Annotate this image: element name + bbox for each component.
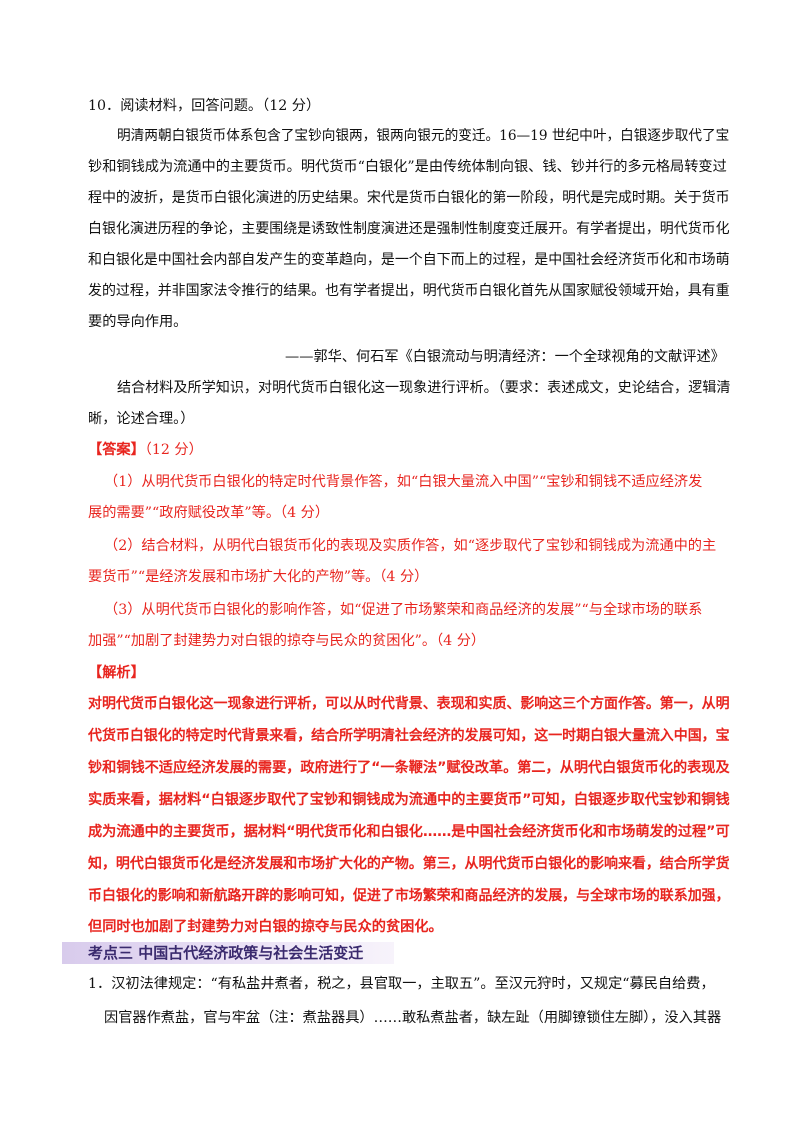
answer-point: （3）从明代货币白银化的影响作答，如“促进了市场繁荣和商品经济的发展”“与全球市… — [104, 602, 703, 618]
section-heading: 考点三 中国古代经济政策与社会生活变迁 — [88, 944, 364, 962]
material-line: 和白银化是中国社会内部自发产生的变革趋向，是一个自下而上的过程，是中国社会经济货… — [88, 252, 730, 268]
answer-heading: 【答案】（12 分） — [88, 440, 203, 460]
task-line: 结合材料及所学知识，对明代货币白银化这一现象进行评析。（要求：表述成文，史论结合… — [117, 380, 731, 396]
analysis-line: 币白银化的影响和新航路开辟的影响可知，促进了市场繁荣和商品经济的发展，与全球市场… — [88, 888, 730, 904]
analysis-line: 成为流通中的主要货币，据材料“明代货币化和白银化……是中国社会经济货币化和市场萌… — [88, 824, 730, 840]
question-header: 10．阅读材料，回答问题。（12 分） — [88, 98, 321, 114]
analysis-line: 代货币白银化的特定时代背景来看，结合所学明清社会经济的发展可知，这一时期白银大量… — [88, 728, 730, 744]
answer-label: 【答案】 — [88, 442, 145, 458]
next-question-line: 因官器作煮盐，官与牢盆（注：煮盐器具）……敢私煮盐者，缺左趾（用脚镣锁住左脚），… — [104, 1010, 722, 1026]
material-line: 发的过程，并非国家法令推行的结果。也有学者提出，明代货币白银化首先从国家赋役领域… — [88, 283, 730, 299]
analysis-label: 【解析】 — [88, 665, 145, 681]
analysis-line: 对明代货币白银化这一现象进行评析，可以从时代背景、表现和实质、影响这三个方面作答… — [88, 696, 730, 712]
section-heading-bar — [62, 942, 394, 964]
analysis-line: 知，明代白银货币化是经济发展和市场扩大化的产物。第三，从明代货币白银化的影响来看… — [88, 856, 730, 872]
answer-point: 要货币”“是经济发展和市场扩大化的产物”等。（4 分） — [88, 569, 429, 585]
material-line: 程中的波折，是货币白银化演进的历史结果。宋代是货币白银化的第一阶段，明代是完成时… — [88, 190, 730, 206]
answer-point: （2）结合材料，从明代白银货币化的表现及实质作答，如“逐步取代了宝钞和铜钱成为流… — [104, 538, 717, 554]
material-line: 要的导向作用。 — [88, 314, 188, 330]
analysis-line: 钞和铜钱不适应经济发展的需要，政府进行了“一条鞭法”赋役改革。第二，从明代白银货… — [88, 760, 730, 776]
material-line: 明清两朝白银货币体系包含了宝钞向银两，银两向银元的变迁。16—19 世纪中叶，白… — [117, 128, 730, 144]
answer-point: 展的需要”“政府赋役改革”等。（4 分） — [88, 505, 330, 521]
analysis-line: 但同时也加剧了封建势力对白银的掠夺与民众的贫困化。 — [88, 919, 443, 935]
analysis-line: 实质来看，据材料“白银逐步取代了宝钞和铜钱成为流通中的主要货币”可知，白银逐步取… — [88, 792, 730, 808]
next-question-line: 1．汉初法律规定：“有私盐井煮者，税之，县官取一，主取五”。至汉元狩时，又规定“… — [88, 976, 715, 992]
answer-point: 加强”“加剧了封建势力对白银的掠夺与民众的贫困化”。（4 分） — [88, 633, 486, 649]
answer-score: （12 分） — [144, 442, 203, 458]
material-line: 钞和铜钱成为流通中的主要货币。明代货币“白银化”是由传统体制向银、钱、钞并行的多… — [88, 159, 727, 175]
task-line: 晰，论述合理。） — [88, 411, 195, 427]
material-source: ——郭华、何石军《白银流动与明清经济：一个全球视角的文献评述》 — [285, 349, 725, 365]
answer-point: （1）从明代货币白银化的特定时代背景作答，如“白银大量流入中国”“宝钞和铜钱不适… — [104, 474, 703, 490]
material-line: 白银化演进历程的争论，主要围绕是诱致性制度演进还是强制性制度变迁展开。有学者提出… — [88, 221, 730, 237]
